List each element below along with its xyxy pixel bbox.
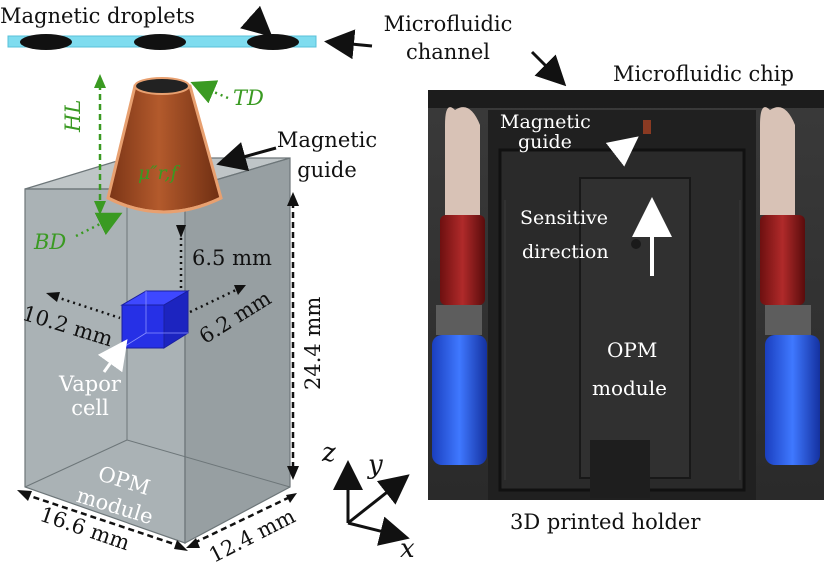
bd-label: BD — [34, 230, 67, 254]
photo-opm-label-line1: OPM — [607, 338, 658, 362]
dim-16-6-arrowhead-right — [174, 540, 188, 551]
hl-arrowhead-top — [94, 74, 106, 88]
dim-12-4-arrowhead-left — [186, 538, 200, 548]
vapor-cell-front — [121, 304, 165, 349]
dim-16-6-line — [23, 492, 181, 548]
vapor-cell-label-line2: cell — [71, 396, 109, 420]
guide-pointer-arrow — [216, 142, 277, 172]
axis-x-label: x — [400, 534, 415, 564]
printed-holder-label: 3D printed holder — [510, 510, 701, 534]
microfluidic-channel-label-line1: Microfluidic — [383, 12, 513, 36]
td-pointer — [190, 80, 229, 104]
axis-z-label: z — [322, 438, 336, 468]
dim-12-4-arrowhead-right — [286, 493, 297, 503]
microfluidic-channel-label-line2: channel — [406, 40, 490, 64]
permeability-label: μ″r,f — [138, 162, 178, 184]
dim-24-4-arrowhead-bottom — [287, 466, 299, 480]
magnetic-guide-label-line2: guide — [297, 158, 357, 182]
droplet — [247, 34, 299, 50]
dim-6-5-arrowhead — [176, 225, 186, 238]
microfluidic-chip-label: Microfluidic chip — [613, 62, 794, 86]
droplet — [20, 34, 72, 50]
photo-sensitive-label-line2: direction — [522, 241, 609, 263]
magnetic-droplets-label: Magnetic droplets — [0, 4, 195, 28]
dim-24-4-arrowhead-top — [287, 192, 299, 206]
vapor-cell-pointer — [97, 339, 128, 373]
photo-opm-label-line2: module — [592, 376, 667, 400]
dim-24-4-label: 24.4 mm — [301, 296, 325, 390]
droplet-pointer-arrow — [240, 5, 273, 37]
vapor-cell-label-line1: Vapor — [59, 372, 121, 396]
dim-16-6-arrowhead-left — [17, 490, 32, 501]
hl-arrowhead-bottom — [94, 201, 106, 215]
droplet — [134, 34, 186, 50]
magnetic-guide-cone — [106, 84, 223, 214]
photo-sensitive-label-line1: Sensitive — [520, 207, 609, 229]
box-hidden-edge — [126, 439, 291, 488]
cone-top-rim — [134, 77, 190, 95]
chip-photo — [428, 90, 824, 500]
axis-y-label: y — [368, 450, 383, 480]
cone-bottom-rim — [107, 196, 222, 214]
bd-pointer — [75, 212, 123, 238]
chip-pointer-arrow — [530, 50, 567, 87]
hl-label: HL — [61, 99, 85, 132]
photo-guide-label-line2: guide — [518, 131, 572, 153]
coordinate-axes — [333, 460, 410, 546]
dim-6-2-line — [189, 288, 237, 314]
dim-6-5-label: 6.5 mm — [192, 246, 272, 270]
td-label: TD — [233, 86, 264, 110]
dim-10-2-arrowhead — [46, 292, 60, 302]
dim-6-2-arrowhead — [234, 285, 246, 295]
magnetic-guide-label-line1: Magnetic — [276, 128, 378, 152]
box-right-face — [184, 157, 291, 544]
channel-pointer-arrow — [324, 29, 373, 60]
box-hidden-edge — [24, 439, 128, 488]
dim-12-4-line — [193, 495, 291, 545]
photo-guide-label-line1: Magnetic — [500, 111, 591, 133]
